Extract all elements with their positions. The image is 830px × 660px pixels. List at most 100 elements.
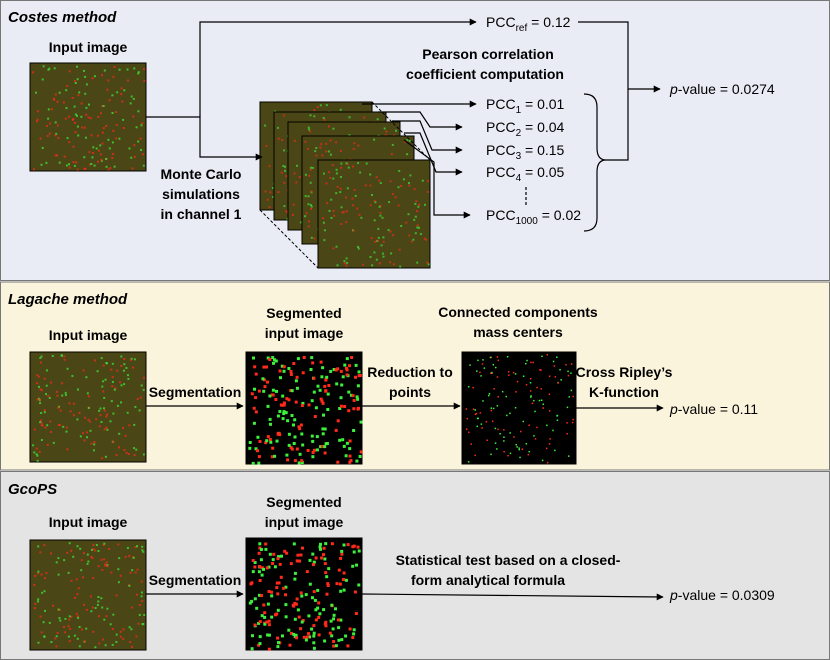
fluorescent-spot [354, 612, 358, 615]
fluorescent-spot [56, 394, 59, 397]
fluorescent-spot [288, 643, 292, 647]
fluorescent-spot [312, 390, 316, 394]
fluorescent-spot [133, 144, 136, 147]
fluorescent-spot [406, 153, 409, 156]
fluorescent-spot [266, 633, 270, 637]
fluorescent-spot [348, 439, 352, 443]
fluorescent-spot [36, 118, 39, 121]
fluorescent-spot [141, 545, 144, 548]
fluorescent-spot [97, 615, 100, 618]
fluorescent-spot [357, 245, 359, 248]
fluorescent-spot [572, 418, 574, 421]
fluorescent-spot [103, 407, 105, 410]
fluorescent-spot [325, 142, 328, 145]
fluorescent-spot [379, 214, 382, 217]
fluorescent-spot [352, 229, 355, 232]
fluorescent-spot [257, 551, 261, 555]
fluorescent-spot [310, 236, 313, 239]
fluorescent-spot [119, 381, 121, 384]
fluorescent-spot [308, 128, 311, 131]
fluorescent-spot [106, 564, 109, 567]
fluorescent-spot [284, 411, 288, 415]
fluorescent-spot [378, 205, 381, 208]
fluorescent-spot [37, 375, 40, 378]
fluorescent-spot [112, 129, 115, 132]
fluorescent-spot [521, 448, 523, 450]
fluorescent-spot [416, 210, 418, 213]
fluorescent-spot [116, 369, 119, 372]
fluorescent-spot [282, 586, 286, 590]
fluorescent-spot [77, 388, 79, 391]
fluorescent-spot [54, 637, 57, 640]
fluorescent-spot [306, 147, 309, 150]
fluorescent-spot [123, 89, 126, 92]
fluorescent-spot [106, 362, 108, 365]
fluorescent-spot [530, 396, 532, 398]
fluorescent-spot [347, 166, 350, 169]
fluorescent-spot [359, 420, 363, 424]
fluorescent-spot [35, 447, 38, 450]
fluorescent-spot [92, 146, 95, 149]
pcc-heading-line1: Pearson correlation [422, 46, 554, 62]
fluorescent-spot [260, 594, 263, 598]
fluorescent-spot [506, 356, 509, 358]
fluorescent-spot [88, 151, 91, 154]
fluorescent-spot [285, 397, 289, 401]
fluorescent-spot [282, 410, 286, 414]
fluorescent-spot [491, 420, 494, 422]
fluorescent-spot [285, 453, 289, 457]
fluorescent-spot [336, 460, 340, 464]
fluorescent-spot [112, 412, 115, 415]
fluorescent-spot [373, 251, 376, 254]
fluorescent-spot [76, 114, 78, 117]
fluorescent-spot [365, 162, 368, 165]
fluorescent-spot [314, 618, 318, 622]
fluorescent-spot [287, 432, 291, 436]
fluorescent-spot [490, 372, 492, 374]
fluorescent-spot [95, 147, 98, 150]
fluorescent-spot [339, 369, 343, 373]
fluorescent-spot [74, 121, 76, 124]
fluorescent-spot [347, 409, 351, 413]
fluorescent-spot [310, 434, 314, 438]
fluorescent-spot [352, 544, 356, 548]
fluorescent-spot [358, 213, 361, 216]
fluorescent-spot [293, 139, 296, 142]
fluorescent-spot [257, 461, 261, 465]
fluorescent-spot [56, 124, 59, 127]
fluorescent-spot [565, 364, 567, 366]
reduction-label-line1: Reduction to [367, 364, 453, 380]
fluorescent-spot [99, 153, 102, 156]
fluorescent-spot [322, 172, 325, 175]
fluorescent-spot [352, 399, 356, 402]
fluorescent-spot [318, 545, 322, 549]
fluorescent-spot [292, 542, 296, 546]
fluorescent-spot [83, 156, 86, 159]
fluorescent-spot [54, 93, 57, 96]
image-frame [461, 351, 577, 465]
fluorescent-spot [344, 634, 348, 638]
fluorescent-spot [99, 407, 102, 410]
fluorescent-spot [39, 615, 42, 618]
fluorescent-spot [39, 421, 42, 424]
fluorescent-spot [86, 553, 89, 556]
fluorescent-spot [355, 563, 358, 567]
fluorescent-spot [343, 262, 346, 265]
fluorescent-spot [397, 186, 400, 189]
fluorescent-spot [380, 244, 383, 247]
fluorescent-spot [300, 404, 304, 407]
fluorescent-spot [101, 74, 103, 77]
fluorescent-spot [314, 556, 318, 560]
fluorescent-spot [310, 208, 313, 210]
fluorescent-spot [268, 165, 271, 168]
fluorescent-spot [400, 225, 403, 227]
fluorescent-spot [46, 124, 48, 127]
fluorescent-spot [250, 647, 254, 651]
fluorescent-spot [108, 99, 111, 102]
fluorescent-spot [37, 600, 39, 603]
fluorescent-spot [254, 447, 258, 451]
fluorescent-spot [323, 229, 326, 232]
fluorescent-spot [528, 450, 530, 453]
fluorescent-spot [141, 549, 144, 552]
fluorescent-spot [308, 635, 311, 639]
